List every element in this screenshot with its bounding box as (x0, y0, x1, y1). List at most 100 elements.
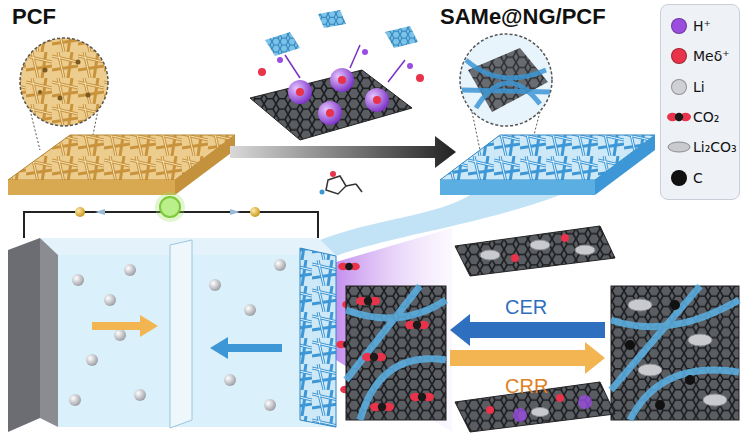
legend-row: Li₂CO₃ (665, 134, 735, 160)
graphene-synthesis-part-part (350, 45, 360, 68)
graphene-synthesis-part-part (416, 74, 424, 82)
battery-cell-part-part (134, 389, 146, 401)
graphene-synthesis (230, 10, 456, 195)
pcf-fabric-part-part (86, 93, 91, 98)
legend-row: C (665, 165, 735, 191)
battery-cell-part (300, 248, 336, 427)
graphene-synthesis-part (318, 10, 346, 28)
graphene-synthesis-part (318, 101, 342, 125)
legend-sample (665, 110, 693, 124)
graphene-synthesis-part (385, 26, 418, 48)
legend-row: CO₂ (665, 104, 735, 130)
reaction-panels-part (531, 408, 549, 417)
reaction-panels-part (688, 334, 712, 346)
reaction-panels-part (346, 286, 446, 420)
co2-symbol (667, 113, 691, 121)
graphene-synthesis-part-part (388, 60, 405, 82)
battery-cell-part-part (69, 394, 81, 406)
reaction-panels-part-part (360, 359, 446, 420)
legend-swatch (671, 48, 687, 64)
battery-cell-part (155, 192, 185, 222)
legend-text: Meδ⁺ (693, 48, 730, 64)
pcf-fabric (8, 38, 235, 195)
legend-text: C (693, 170, 703, 186)
reaction-panels-part (405, 321, 429, 329)
battery-cell-part-part (209, 279, 221, 291)
reaction-panels-part-part (685, 375, 695, 385)
reaction-panels-part-part (346, 286, 420, 380)
reaction-label: CER (505, 296, 547, 318)
reaction-panels-part-part (625, 340, 635, 350)
pcf-fabric-part-part (76, 60, 81, 65)
reaction-panels-part (450, 314, 605, 346)
legend-text: H⁺ (693, 18, 711, 34)
graphene-synthesis-part-part (326, 109, 334, 117)
battery-cell-part-part (274, 259, 286, 271)
battery-cell-part (40, 238, 58, 427)
graphene-synthesis-part (277, 49, 413, 69)
legend-row: Li (665, 74, 735, 100)
reaction-panels-part (530, 240, 550, 250)
reaction-panels-part (703, 394, 727, 406)
solvent-molecule-part (356, 184, 362, 192)
solvent-molecule-part (346, 184, 356, 186)
graphene-synthesis-part-part (285, 55, 300, 78)
reaction-panels-part (561, 234, 569, 242)
reaction-panels-part (410, 393, 434, 401)
solvent-molecule (326, 176, 362, 194)
legend-sample (665, 170, 693, 186)
pcf-fabric-part (20, 38, 108, 126)
legend-swatch (671, 18, 687, 34)
same-ng-pcf-fabric-part (595, 135, 655, 195)
graphene-synthesis-part (330, 171, 336, 177)
reaction-panels-part (455, 226, 615, 276)
battery-cell-part-part (114, 329, 126, 341)
pcf-fabric-part-part (58, 96, 63, 101)
graphene-synthesis-part-part (338, 76, 346, 84)
reaction-panels-part-part (486, 406, 494, 414)
panel-title: PCF (12, 5, 56, 29)
reaction-panels-part (450, 342, 605, 374)
legend-box: H⁺ Meδ⁺ LiCO₂ Li₂CO₃ C (660, 4, 740, 200)
graphene-synthesis-part-part (373, 96, 381, 104)
legend-row: Meδ⁺ (665, 43, 735, 69)
reaction-panels-part-part (513, 408, 527, 422)
same-ng-pcf-fabric-part (462, 60, 550, 108)
graphene-synthesis-part (265, 32, 300, 56)
legend-sample (665, 18, 693, 34)
legend-sample (665, 140, 693, 154)
reaction-panels-part-part (556, 394, 564, 402)
reaction-panels (346, 226, 739, 432)
reaction-panels-part (356, 297, 380, 305)
pcf-fabric-part-part (38, 90, 42, 94)
reaction-panels-part (628, 299, 652, 311)
same-ng-pcf-fabric-part (440, 180, 595, 195)
legend-text: CO₂ (693, 109, 719, 125)
graphene-synthesis-part-part (362, 49, 368, 55)
reaction-panels-part (611, 286, 739, 420)
pcf-fabric-part (38, 60, 91, 101)
battery-cell-part (250, 207, 260, 217)
battery-cell-part (210, 337, 282, 359)
reaction-fan (336, 228, 452, 432)
graphene-synthesis-part-part (296, 88, 304, 96)
li2co3-symbol (668, 142, 690, 152)
battery-cell-part (95, 209, 240, 215)
battery-cell-part-part (264, 399, 276, 411)
legend-sample (665, 48, 693, 64)
battery-cell (8, 192, 364, 432)
battery-cell-part (8, 238, 40, 432)
reaction-panels-part-part (670, 300, 680, 310)
same-ng-pcf-fabric-part (460, 34, 552, 126)
battery-cell-part-part (104, 294, 116, 306)
legend-shape (666, 110, 692, 124)
reaction-panels-part (513, 395, 592, 422)
legend-swatch (671, 170, 687, 186)
battery-cell-part (58, 255, 336, 427)
battery-cell-part-part (86, 354, 98, 366)
graphene-synthesis-part (288, 80, 312, 104)
reaction-panels-part (480, 250, 500, 260)
reaction-panels-part (362, 353, 386, 361)
